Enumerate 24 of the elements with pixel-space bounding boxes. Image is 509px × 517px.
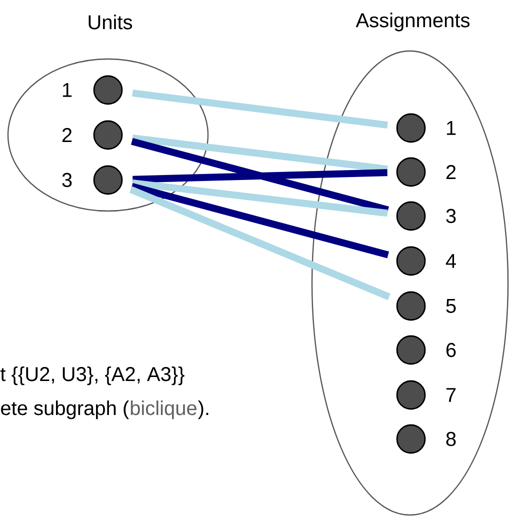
note-text: t {{U2, U3}, {A2, A3}} (0, 366, 184, 386)
edge-line (132, 134, 388, 173)
vertex-number: 8 (446, 432, 456, 446)
vertex-number: 7 (446, 388, 456, 402)
vertex-number: 6 (446, 342, 456, 358)
set-heading: Units (88, 14, 132, 30)
vertex-number: 5 (446, 299, 456, 313)
vertex-number: 1 (62, 83, 72, 97)
vertex-number: 4 (446, 254, 456, 268)
edge-line (132, 179, 388, 217)
note-text: ). (198, 400, 208, 420)
edge-line (132, 90, 388, 129)
vertex-number: 3 (62, 172, 72, 188)
note-text: ete subgraph ( (1, 400, 130, 420)
edge-line (130, 138, 390, 214)
vertex-number: 1 (446, 121, 456, 135)
vertex-number: 2 (62, 128, 72, 142)
note-text: biclique (130, 400, 196, 420)
edge-line (130, 183, 390, 258)
vertex-number: 3 (446, 208, 456, 224)
set-heading: Assignments (356, 12, 470, 32)
vertex-number: 2 (446, 165, 456, 179)
edge-line (132, 169, 388, 183)
edge-line (129, 186, 390, 300)
